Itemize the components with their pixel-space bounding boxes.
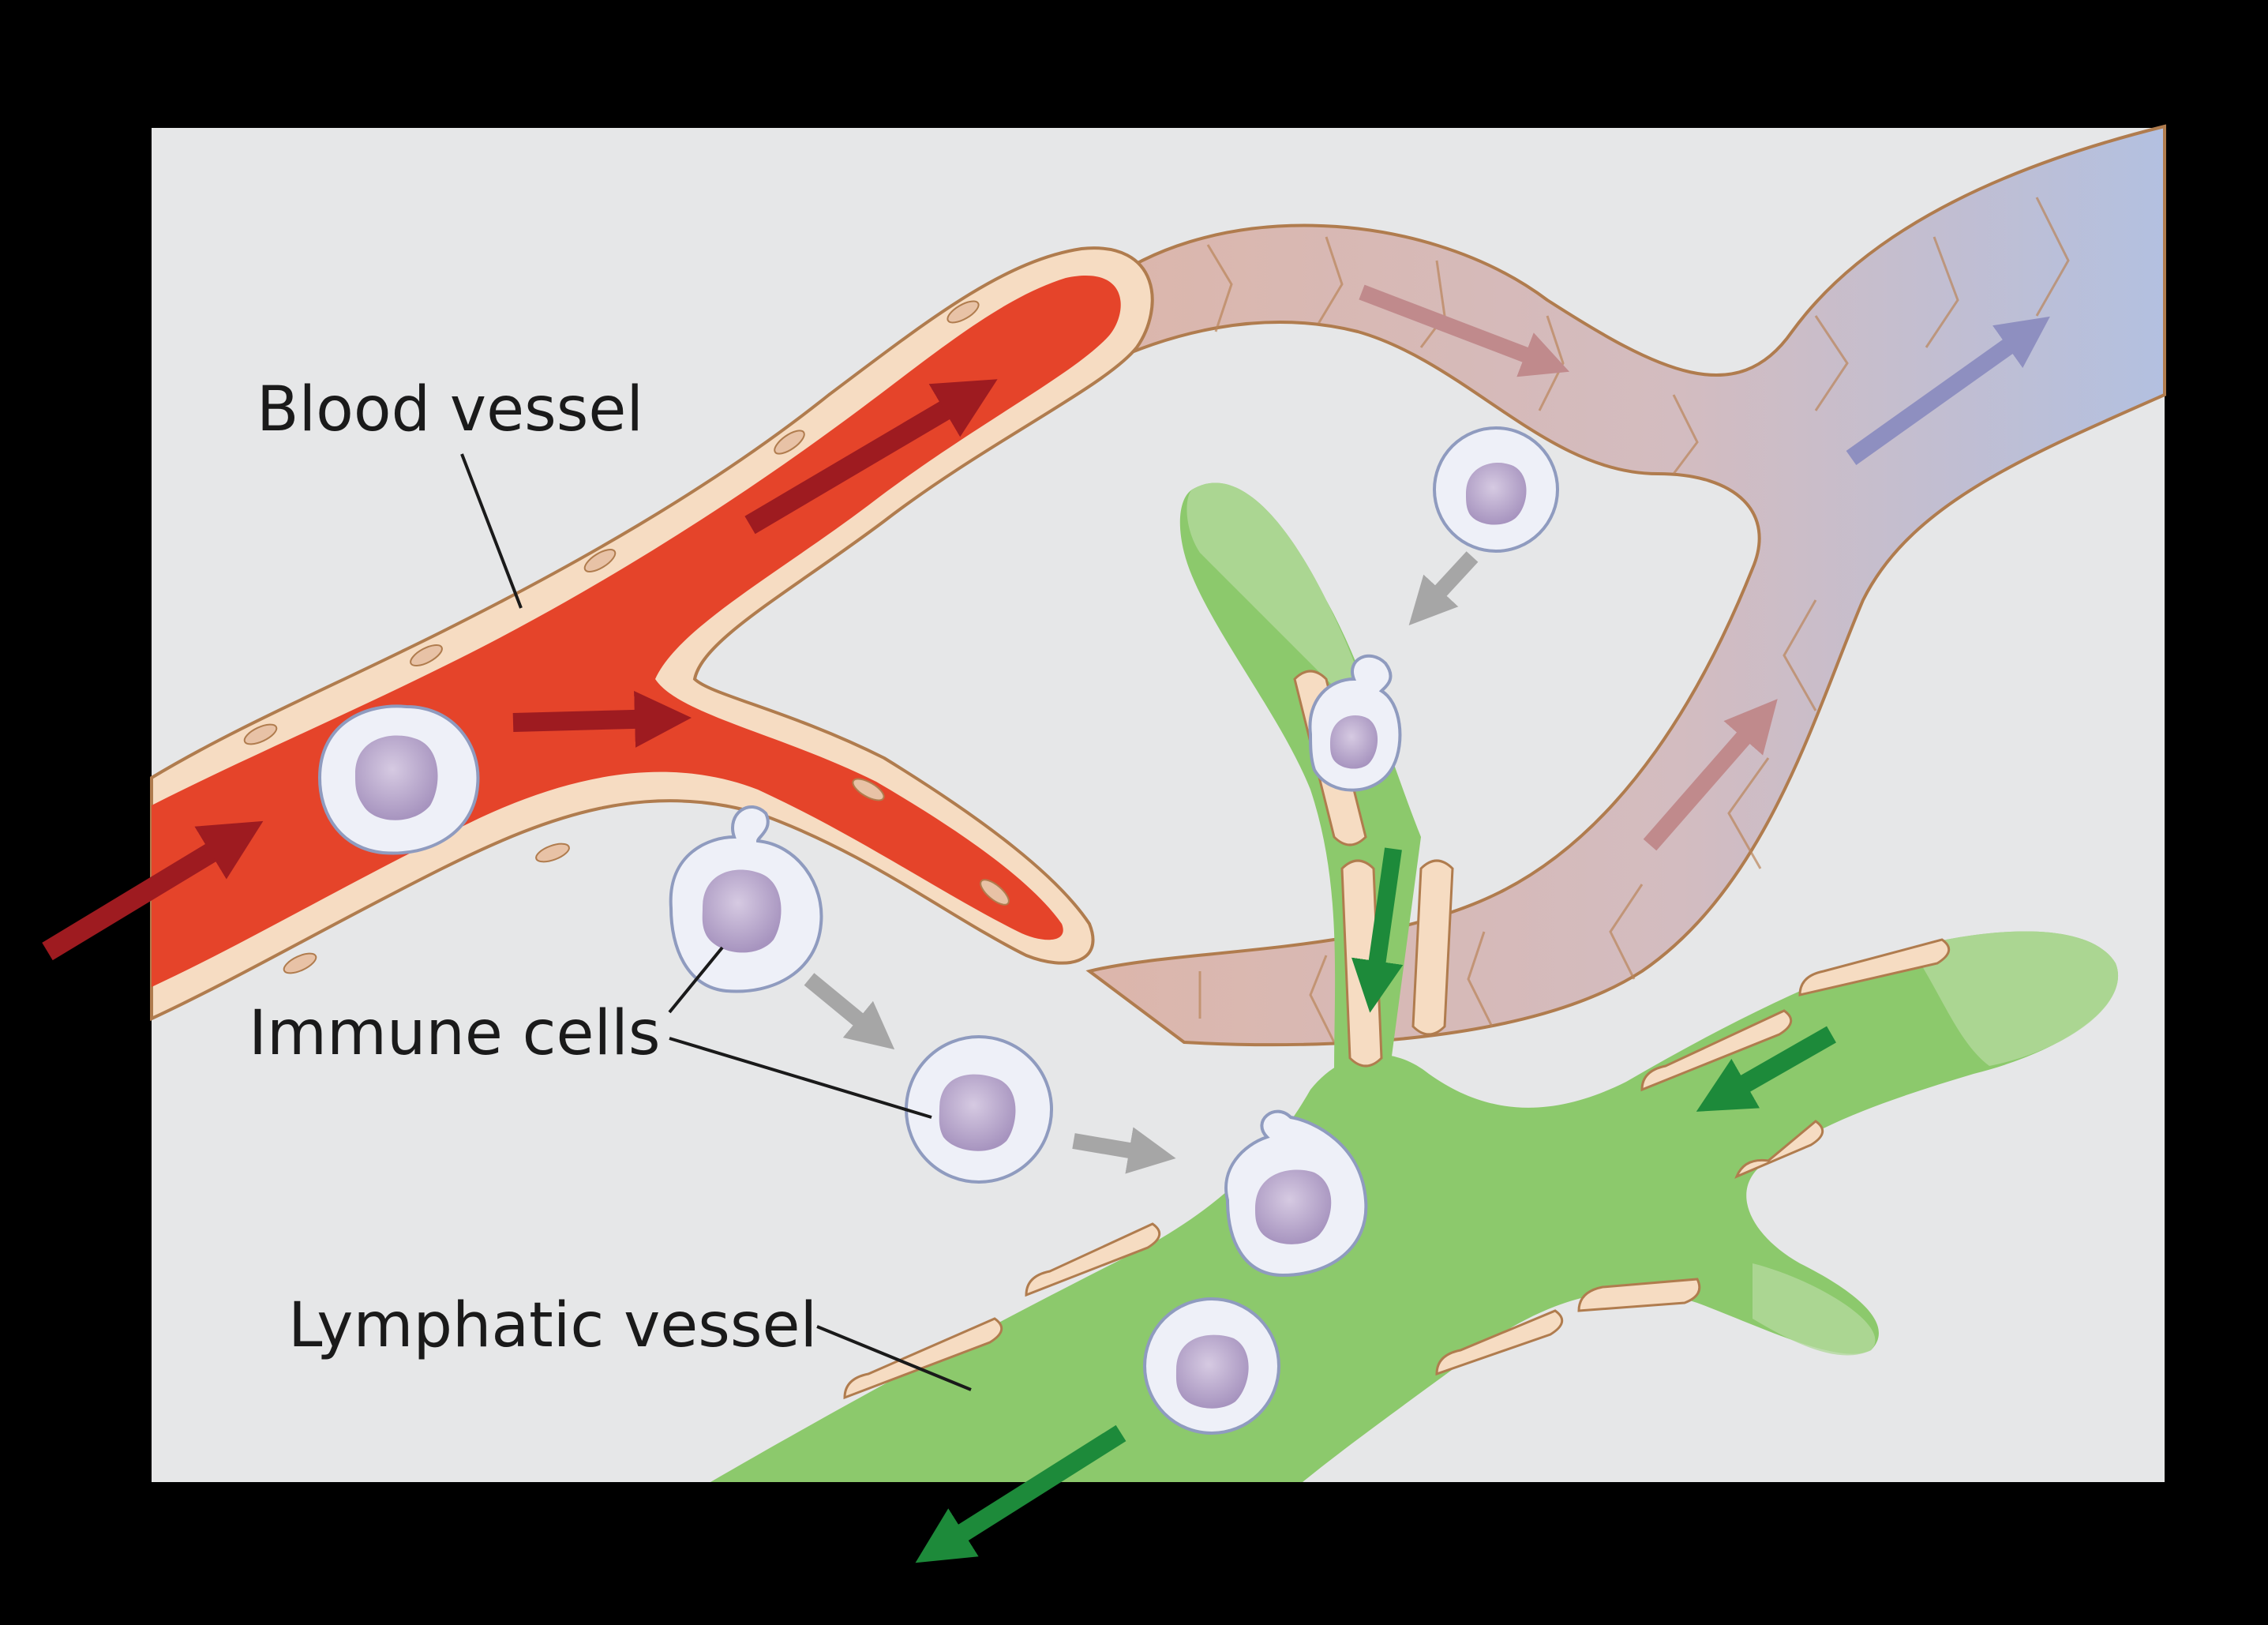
label-lymphatic-vessel: Lymphatic vessel xyxy=(288,1290,817,1361)
label-blood-vessel: Blood vessel xyxy=(257,374,643,445)
immune-cell-icon xyxy=(1145,1299,1279,1433)
label-immune-cells: Immune cells xyxy=(249,998,660,1069)
immune-cell-icon xyxy=(1434,428,1558,551)
immune-cell-icon xyxy=(320,706,478,853)
flow-arrow-icon xyxy=(513,719,663,722)
immune-cell-icon xyxy=(906,1037,1052,1182)
